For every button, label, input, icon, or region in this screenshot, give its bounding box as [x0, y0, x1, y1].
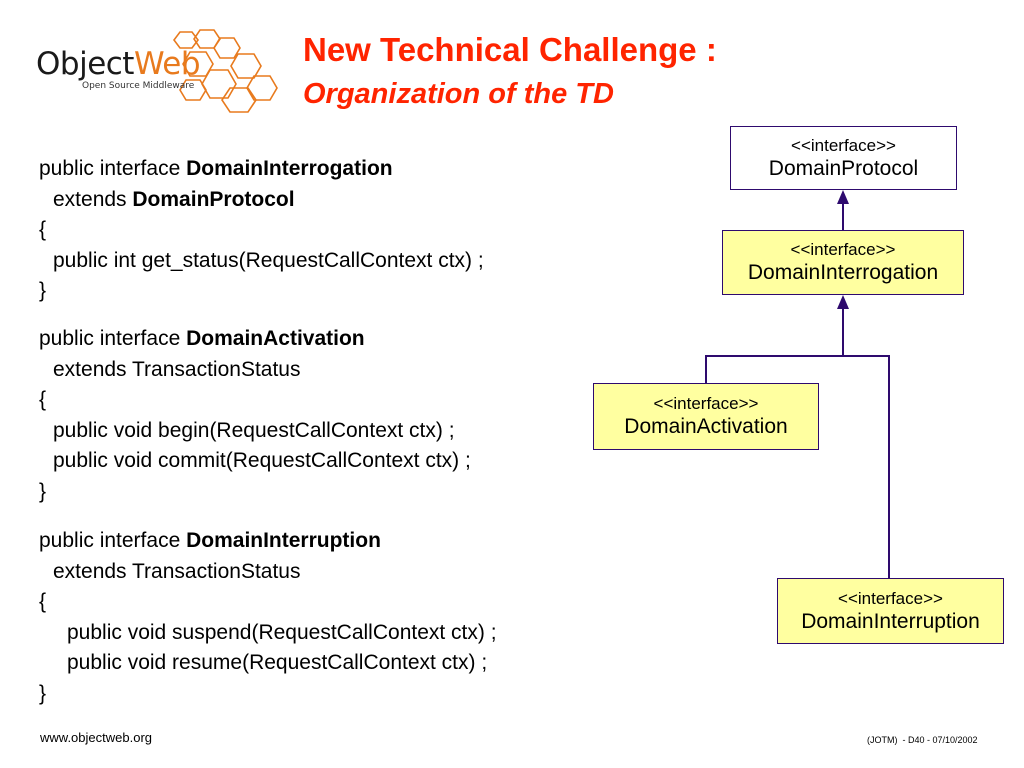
code-line: { [39, 590, 47, 613]
slide-subtitle: Organization of the TD [303, 78, 614, 110]
activation-interruption-branch-line [705, 355, 890, 578]
uml-node-domain-activation: <<interface>> DomainActivation [593, 383, 819, 450]
parent-interface-name: DomainProtocol [132, 187, 295, 211]
hexagon-logo-icon [173, 29, 278, 113]
code-line: public void resume(RequestCallContext ct… [67, 651, 488, 674]
uml-stereotype: <<interface>> [791, 135, 896, 155]
code-line: { [39, 218, 47, 241]
uml-interface-name: DomainInterruption [801, 609, 980, 633]
code-block-domain-interrogation: public interface DomainInterrogation ext… [39, 154, 484, 307]
code-block-domain-activation: public interface DomainActivation extend… [39, 324, 471, 507]
code-line: } [39, 279, 47, 302]
code-line: public interface DomainActivation [39, 324, 471, 355]
code-line: extends TransactionStatus [53, 559, 301, 583]
objectweb-logo: ObjectWeb Open Source Middleware [30, 24, 280, 116]
code-block-domain-interruption: public interface DomainInterruption exte… [39, 526, 497, 709]
logo-word-web: Web [133, 46, 201, 82]
logo-word-object: Object [36, 46, 134, 82]
slide-title: New Technical Challenge : [303, 31, 717, 68]
code-line: } [39, 479, 47, 503]
code-text: extends [53, 187, 133, 211]
code-line: public int get_status(RequestCallContext… [53, 248, 484, 272]
code-line: public void suspend(RequestCallContext c… [67, 620, 497, 644]
uml-interface-name: DomainActivation [624, 415, 788, 438]
code-line: extends TransactionStatus [53, 357, 301, 381]
inheritance-arrowhead-icon [837, 190, 849, 204]
uml-interface-name: DomainProtocol [768, 156, 919, 180]
uml-interface-name: DomainInterrogation [747, 261, 939, 284]
uml-node-domain-interrogation: <<interface>> DomainInterrogation [722, 230, 964, 295]
code-line: } [39, 681, 47, 705]
uml-stereotype: <<interface>> [653, 394, 759, 413]
footer-reference: (JOTM) - D40 - 07/10/2002 [867, 735, 978, 745]
code-line: public void begin(RequestCallContext ctx… [53, 418, 455, 442]
code-line: public interface DomainInterrogation [39, 154, 484, 185]
code-text: public interface [39, 529, 187, 552]
code-text: public interface [39, 157, 187, 180]
code-text: public interface [39, 327, 187, 350]
code-line: public interface DomainInterruption [39, 526, 497, 557]
uml-node-domain-interruption: <<interface>> DomainInterruption [777, 578, 1004, 644]
uml-stereotype: <<interface>> [838, 588, 943, 608]
logo-tagline: Open Source Middleware [82, 81, 195, 91]
inheritance-arrowhead-icon [837, 295, 849, 309]
uml-stereotype: <<interface>> [790, 240, 896, 259]
interface-name: DomainInterrogation [186, 157, 393, 180]
interface-name: DomainActivation [186, 327, 365, 350]
interface-name: DomainInterruption [186, 529, 381, 552]
code-line: { [39, 388, 47, 411]
uml-node-domain-protocol: <<interface>> DomainProtocol [730, 126, 957, 190]
logo-wordmark: ObjectWeb [36, 46, 201, 82]
code-line: extends DomainProtocol [39, 185, 484, 216]
code-line: public void commit(RequestCallContext ct… [53, 449, 471, 472]
footer-url: www.objectweb.org [40, 730, 152, 745]
